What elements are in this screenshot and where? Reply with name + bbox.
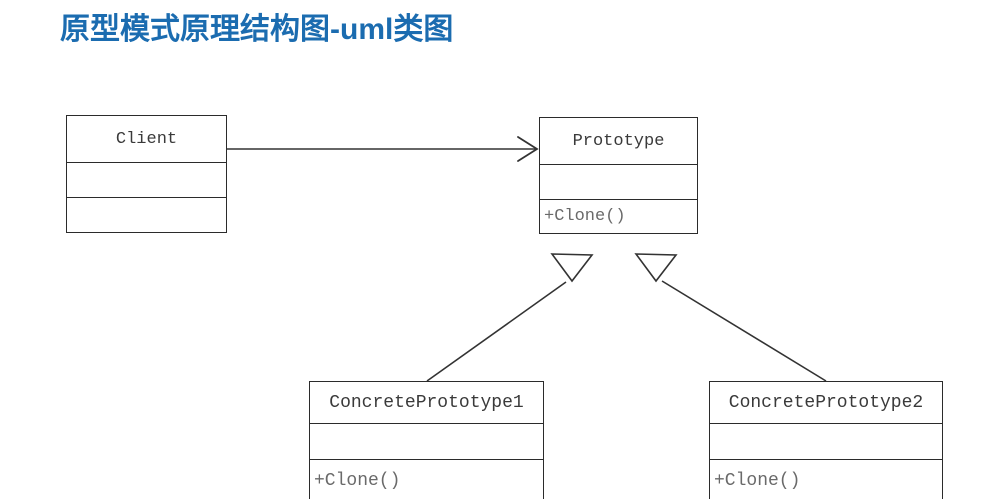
class-operations-concreteprototype2: +Clone() [714,471,801,491]
uml-class-concreteprototype1[interactable]: ConcretePrototype1 +Clone() [309,381,544,499]
edge-client-to-prototype [227,136,539,162]
class-operations-concreteprototype1: +Clone() [314,471,401,491]
edge-concrete2-to-prototype [634,253,827,382]
class-attributes-client [67,163,226,198]
class-operations-client [67,198,226,231]
class-name-prototype: Prototype [540,118,697,165]
uml-class-prototype[interactable]: Prototype +Clone() [539,117,698,234]
page-title: 原型模式原理结构图-uml类图 [60,13,454,46]
uml-class-client[interactable]: Client [66,115,227,233]
class-attributes-concreteprototype1 [310,424,543,460]
edge-concrete1-to-prototype [426,253,594,382]
class-operations-prototype: +Clone() [544,206,626,226]
class-name-concreteprototype2: ConcretePrototype2 [710,382,942,424]
class-attributes-prototype [540,165,697,200]
class-name-client: Client [67,116,226,163]
class-name-concreteprototype1: ConcretePrototype1 [310,382,543,424]
class-attributes-concreteprototype2 [710,424,942,460]
uml-class-concreteprototype2[interactable]: ConcretePrototype2 +Clone() [709,381,943,499]
